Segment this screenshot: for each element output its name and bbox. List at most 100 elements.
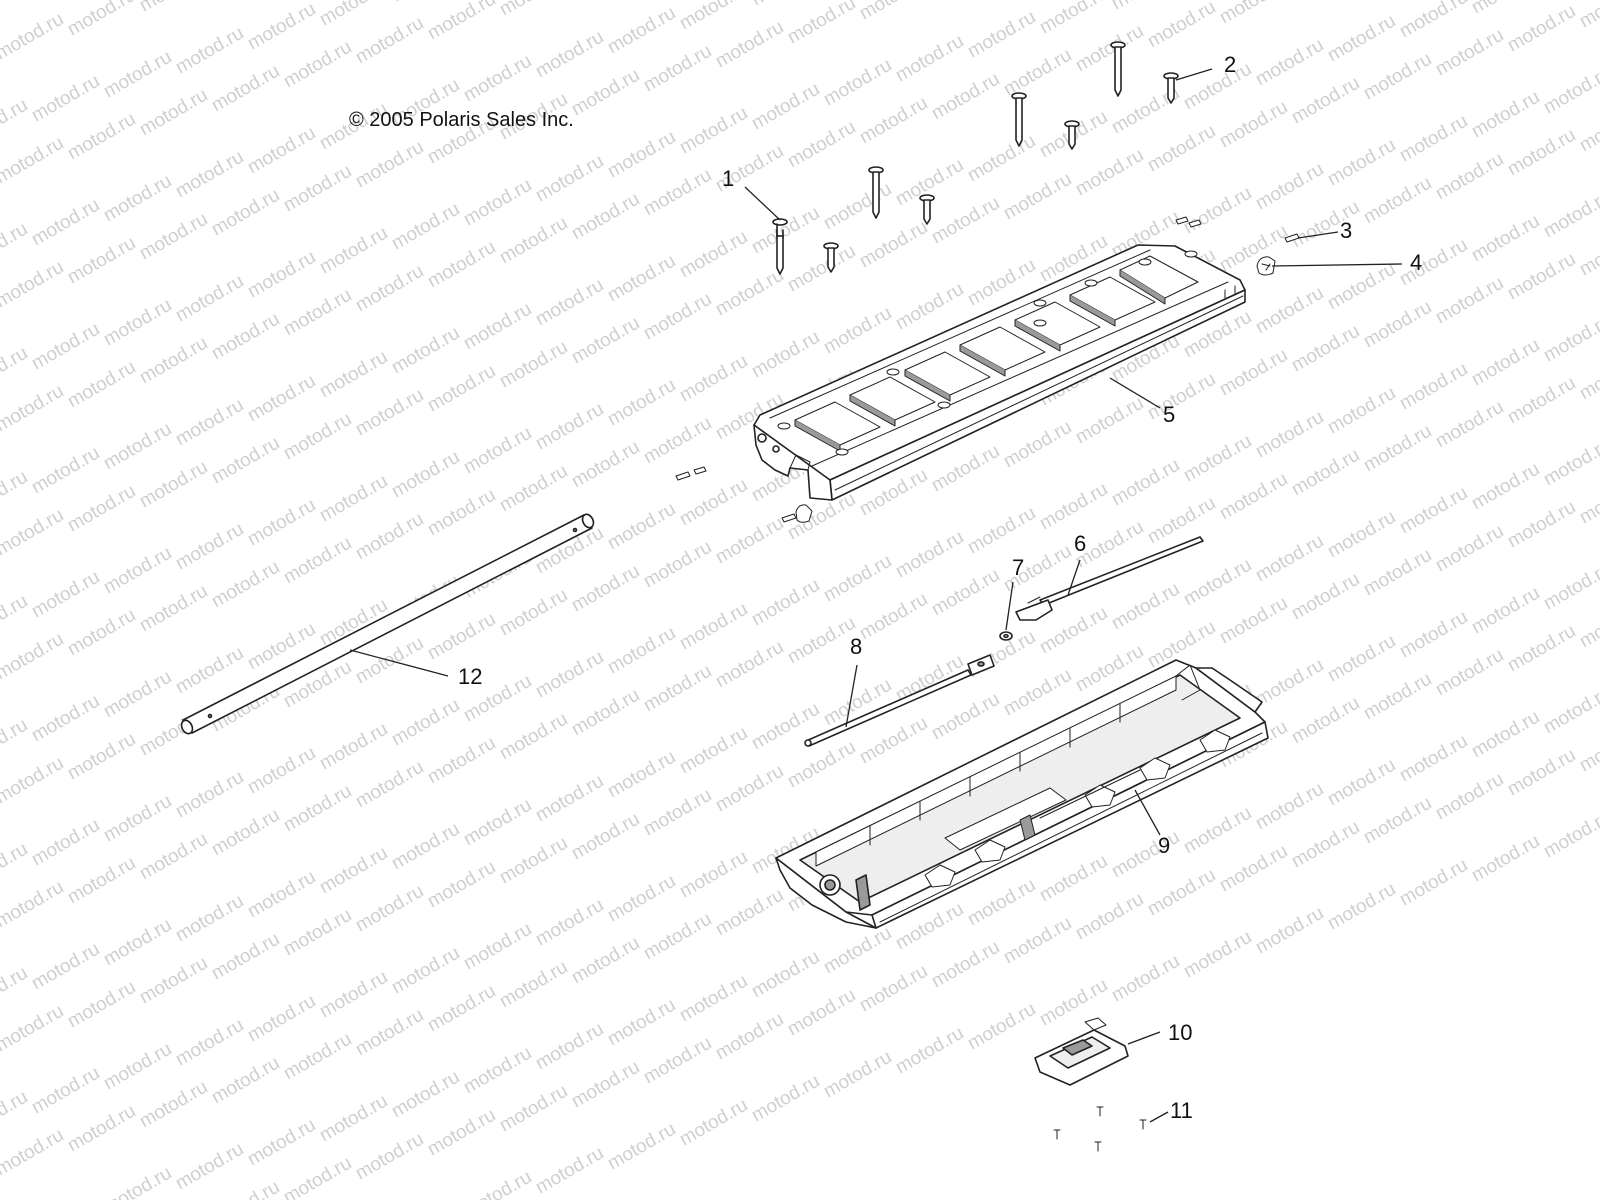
watermark-text: motod.ru — [532, 895, 607, 951]
watermark-text: motod.ru — [1468, 0, 1543, 18]
watermark-text: motod.ru — [100, 667, 175, 723]
watermark-text: motod.ru — [460, 423, 535, 479]
watermark-text: motod.ru — [964, 7, 1039, 63]
watermark-text: motod.ru — [640, 289, 715, 345]
watermark-text: motod.ru — [64, 233, 139, 289]
tube-part-12 — [180, 513, 595, 735]
watermark-text: motod.ru — [352, 385, 427, 441]
watermark-text: motod.ru — [1252, 903, 1327, 959]
watermark-text: motod.ru — [64, 109, 139, 165]
watermark-text: motod.ru — [0, 505, 67, 561]
watermark-text: motod.ru — [1576, 101, 1600, 157]
watermark-text: motod.ru — [568, 933, 643, 989]
watermark-text: motod.ru — [676, 723, 751, 779]
watermark-text: motod.ru — [568, 437, 643, 493]
watermark-text: motod.ru — [28, 815, 103, 871]
watermark-text: motod.ru — [1396, 0, 1471, 42]
watermark-text: motod.ru — [676, 227, 751, 283]
watermark-text: motod.ru — [0, 219, 31, 275]
watermark-text: motod.ru — [1108, 0, 1183, 14]
watermark-text: motod.ru — [856, 589, 931, 645]
watermark-text: motod.ru — [568, 809, 643, 865]
watermark-text: motod.ru — [1252, 407, 1327, 463]
watermark-text: motod.ru — [352, 757, 427, 813]
watermark-text: motod.ru — [1036, 479, 1111, 535]
watermark-text: motod.ru — [1576, 721, 1600, 777]
watermark-text: motod.ru — [1540, 63, 1600, 119]
watermark-text: motod.ru — [1504, 125, 1579, 181]
watermark-text: motod.ru — [1432, 149, 1507, 205]
watermark-text: motod.ru — [1540, 559, 1600, 615]
callout-6: 6 — [1074, 531, 1086, 556]
watermark-text: motod.ru — [136, 581, 211, 637]
leader-lines — [349, 68, 1403, 1123]
watermark-text: motod.ru — [604, 3, 679, 59]
watermark-text: motod.ru — [172, 147, 247, 203]
watermark-text: motod.ru — [1468, 459, 1543, 515]
small-bolts-left — [675, 466, 813, 523]
watermark-text: motod.ru — [424, 981, 499, 1037]
watermark-text: motod.ru — [388, 0, 463, 6]
watermark-text: motod.ru — [352, 13, 427, 69]
watermark-text: motod.ru — [1396, 483, 1471, 539]
watermark-text: motod.ru — [496, 709, 571, 765]
watermark-text: motod.ru — [460, 795, 535, 851]
watermark-text: motod.ru — [100, 543, 175, 599]
watermark-text: motod.ru — [136, 0, 211, 16]
watermark-text: motod.ru — [1396, 607, 1471, 663]
watermark-text: motod.ru — [1324, 631, 1399, 687]
watermark-text: motod.ru — [496, 585, 571, 641]
watermark-text: motod.ru — [748, 1071, 823, 1127]
watermark-text: motod.ru — [640, 537, 715, 593]
watermark-text: motod.ru — [388, 323, 463, 379]
watermark-text: motod.ru — [1216, 97, 1291, 153]
washer-part-7 — [999, 631, 1013, 641]
watermark-text: motod.ru — [1144, 493, 1219, 549]
watermark-text: motod.ru — [892, 1023, 967, 1079]
watermark-text: motod.ru — [676, 103, 751, 159]
watermark-text: motod.ru — [316, 719, 391, 775]
watermark-text: motod.ru — [532, 151, 607, 207]
watermark-text: motod.ru — [136, 85, 211, 141]
watermark-text: motod.ru — [496, 337, 571, 393]
watermark-text: motod.ru — [352, 137, 427, 193]
watermark-text: motod.ru — [1504, 621, 1579, 677]
watermark-text: motod.ru — [0, 257, 67, 313]
watermark-text: motod.ru — [280, 781, 355, 837]
watermark-text: motod.ru — [460, 175, 535, 231]
watermark-text: motod.ru — [1252, 655, 1327, 711]
watermark-text: motod.ru — [928, 69, 1003, 125]
watermark-text: motod.ru — [1432, 521, 1507, 577]
watermark-text: motod.ru — [1540, 683, 1600, 739]
watermark-text: motod.ru — [1360, 545, 1435, 601]
watermark-text: motod.ru — [388, 695, 463, 751]
callout-1: 1 — [722, 166, 734, 191]
watermark-text: motod.ru — [172, 767, 247, 823]
watermark-text: motod.ru — [1504, 497, 1579, 553]
watermark-text: motod.ru — [748, 575, 823, 631]
watermark-text: motod.ru — [676, 599, 751, 655]
watermark-text: motod.ru — [0, 381, 67, 437]
watermark-text: motod.ru — [352, 881, 427, 937]
watermark-text: motod.ru — [532, 647, 607, 703]
watermark-text: motod.ru — [1360, 297, 1435, 353]
watermark-text: motod.ru — [316, 967, 391, 1023]
watermark-text: motod.ru — [604, 375, 679, 431]
watermark-text: motod.ru — [388, 819, 463, 875]
watermark-text: motod.ru — [0, 753, 67, 809]
watermark-text: motod.ru — [1324, 507, 1399, 563]
watermark-text: motod.ru — [424, 485, 499, 541]
watermark-text: motod.ru — [64, 481, 139, 537]
watermark-text: motod.ru — [280, 285, 355, 341]
watermark-text: motod.ru — [1288, 445, 1363, 501]
watermark-text: motod.ru — [100, 791, 175, 847]
watermark-text: motod.ru — [1108, 827, 1183, 883]
watermark-text: motod.ru — [1540, 187, 1600, 243]
screw-group-top — [772, 41, 1179, 275]
watermark-text: motod.ru — [604, 1119, 679, 1175]
watermark-text: motod.ru — [676, 971, 751, 1027]
watermark-text: motod.ru — [1144, 865, 1219, 921]
watermark-text: motod.ru — [136, 1077, 211, 1133]
watermark-text: motod.ru — [784, 737, 859, 793]
watermark-text: motod.ru — [424, 1105, 499, 1161]
